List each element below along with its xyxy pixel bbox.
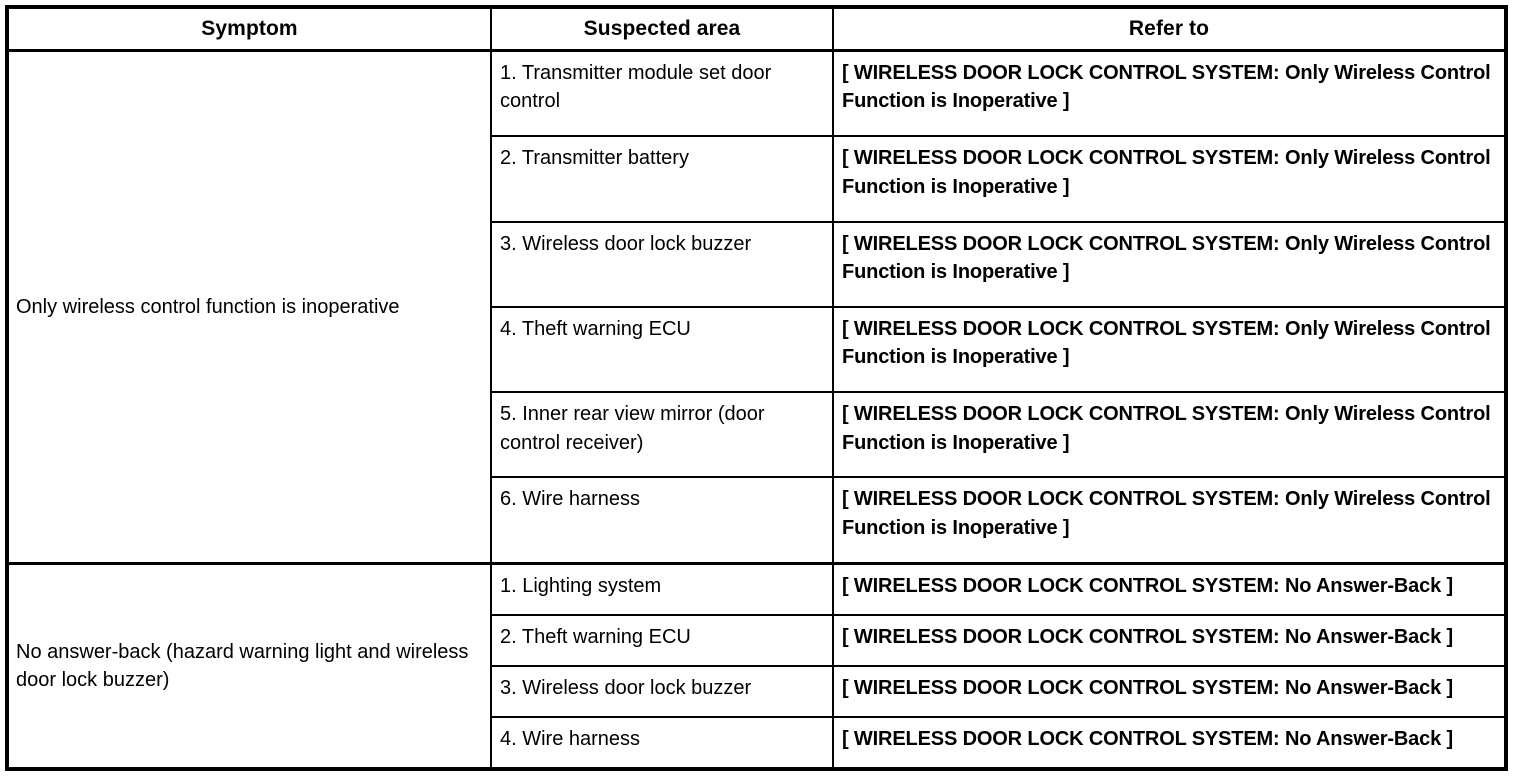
suspected-area-cell: 2. Transmitter battery xyxy=(491,135,834,222)
table-header: Symptom Suspected area Refer to xyxy=(9,9,1504,52)
suspected-area-cell: 5. Inner rear view mirror (door control … xyxy=(491,391,834,478)
suspected-area-cell: 1. Lighting system xyxy=(491,561,834,615)
refer-to-cell: [ WIRELESS DOOR LOCK CONTROL SYSTEM: Onl… xyxy=(833,476,1504,564)
refer-to-cell: [ WIRELESS DOOR LOCK CONTROL SYSTEM: Onl… xyxy=(833,220,1504,307)
column-header-suspected-area: Suspected area xyxy=(491,9,834,52)
suspected-area-cell: 2. Theft warning ECU xyxy=(491,613,834,666)
table-row: 2. Transmitter battery[ WIRELESS DOOR LO… xyxy=(9,135,1504,222)
refer-to-cell: [ WIRELESS DOOR LOCK CONTROL SYSTEM: Onl… xyxy=(842,62,1491,113)
column-header-refer-to: Refer to xyxy=(833,9,1504,52)
table-row: No answer-back (hazard warning light and… xyxy=(9,561,1504,767)
refer-to-cell: [ WIRELESS DOOR LOCK CONTROL SYSTEM: Onl… xyxy=(833,391,1504,478)
table-row: 4. Wire harness[ WIRELESS DOOR LOCK CONT… xyxy=(9,716,1504,767)
symptom-table: Symptom Suspected area Refer to Only wir… xyxy=(9,9,1504,767)
refer-to-cell: [ WIRELESS DOOR LOCK CONTROL SYSTEM: No … xyxy=(833,613,1504,666)
column-header-symptom: Symptom xyxy=(9,9,492,52)
refer-to-cell: [ WIRELESS DOOR LOCK CONTROL SYSTEM: No … xyxy=(833,716,1504,767)
refer-to-cell: [ WIRELESS DOOR LOCK CONTROL SYSTEM: Onl… xyxy=(833,135,1504,222)
table-row: 6. Wire harness[ WIRELESS DOOR LOCK CONT… xyxy=(9,476,1504,564)
suspected-area-cell: 3. Wireless door lock buzzer xyxy=(491,664,834,718)
refer-to-cell: [ WIRELESS DOOR LOCK CONTROL SYSTEM: Onl… xyxy=(833,305,1504,393)
diagnostic-symptom-table: Symptom Suspected area Refer to Only wir… xyxy=(5,5,1508,771)
symptom-cell: Only wireless control function is inoper… xyxy=(9,50,492,564)
suspected-area-cell: 3. Wireless door lock buzzer xyxy=(491,220,834,307)
refer-to-cell: [ WIRELESS DOOR LOCK CONTROL SYSTEM: No … xyxy=(833,561,1504,615)
table-row: Only wireless control function is inoper… xyxy=(9,50,1504,564)
header-row: Symptom Suspected area Refer to xyxy=(9,9,1504,52)
suspected-area-cell: 6. Wire harness xyxy=(491,476,834,564)
table-row: 3. Wireless door lock buzzer[ WIRELESS D… xyxy=(9,664,1504,718)
table-body: Only wireless control function is inoper… xyxy=(9,50,1504,767)
table-row: 2. Theft warning ECU[ WIRELESS DOOR LOCK… xyxy=(9,613,1504,666)
table-row: 5. Inner rear view mirror (door control … xyxy=(9,391,1504,478)
suspected-area-cell: 4. Theft warning ECU xyxy=(491,305,834,393)
suspected-area-cell: 1. Transmitter module set door control xyxy=(491,50,834,137)
suspected-area-cell: 4. Wire harness xyxy=(491,716,834,767)
table-row: 3. Wireless door lock buzzer[ WIRELESS D… xyxy=(9,220,1504,307)
table-row: 4. Theft warning ECU[ WIRELESS DOOR LOCK… xyxy=(9,305,1504,393)
symptom-cell: No answer-back (hazard warning light and… xyxy=(9,561,492,767)
refer-to-cell: [ WIRELESS DOOR LOCK CONTROL SYSTEM: No … xyxy=(833,664,1504,718)
